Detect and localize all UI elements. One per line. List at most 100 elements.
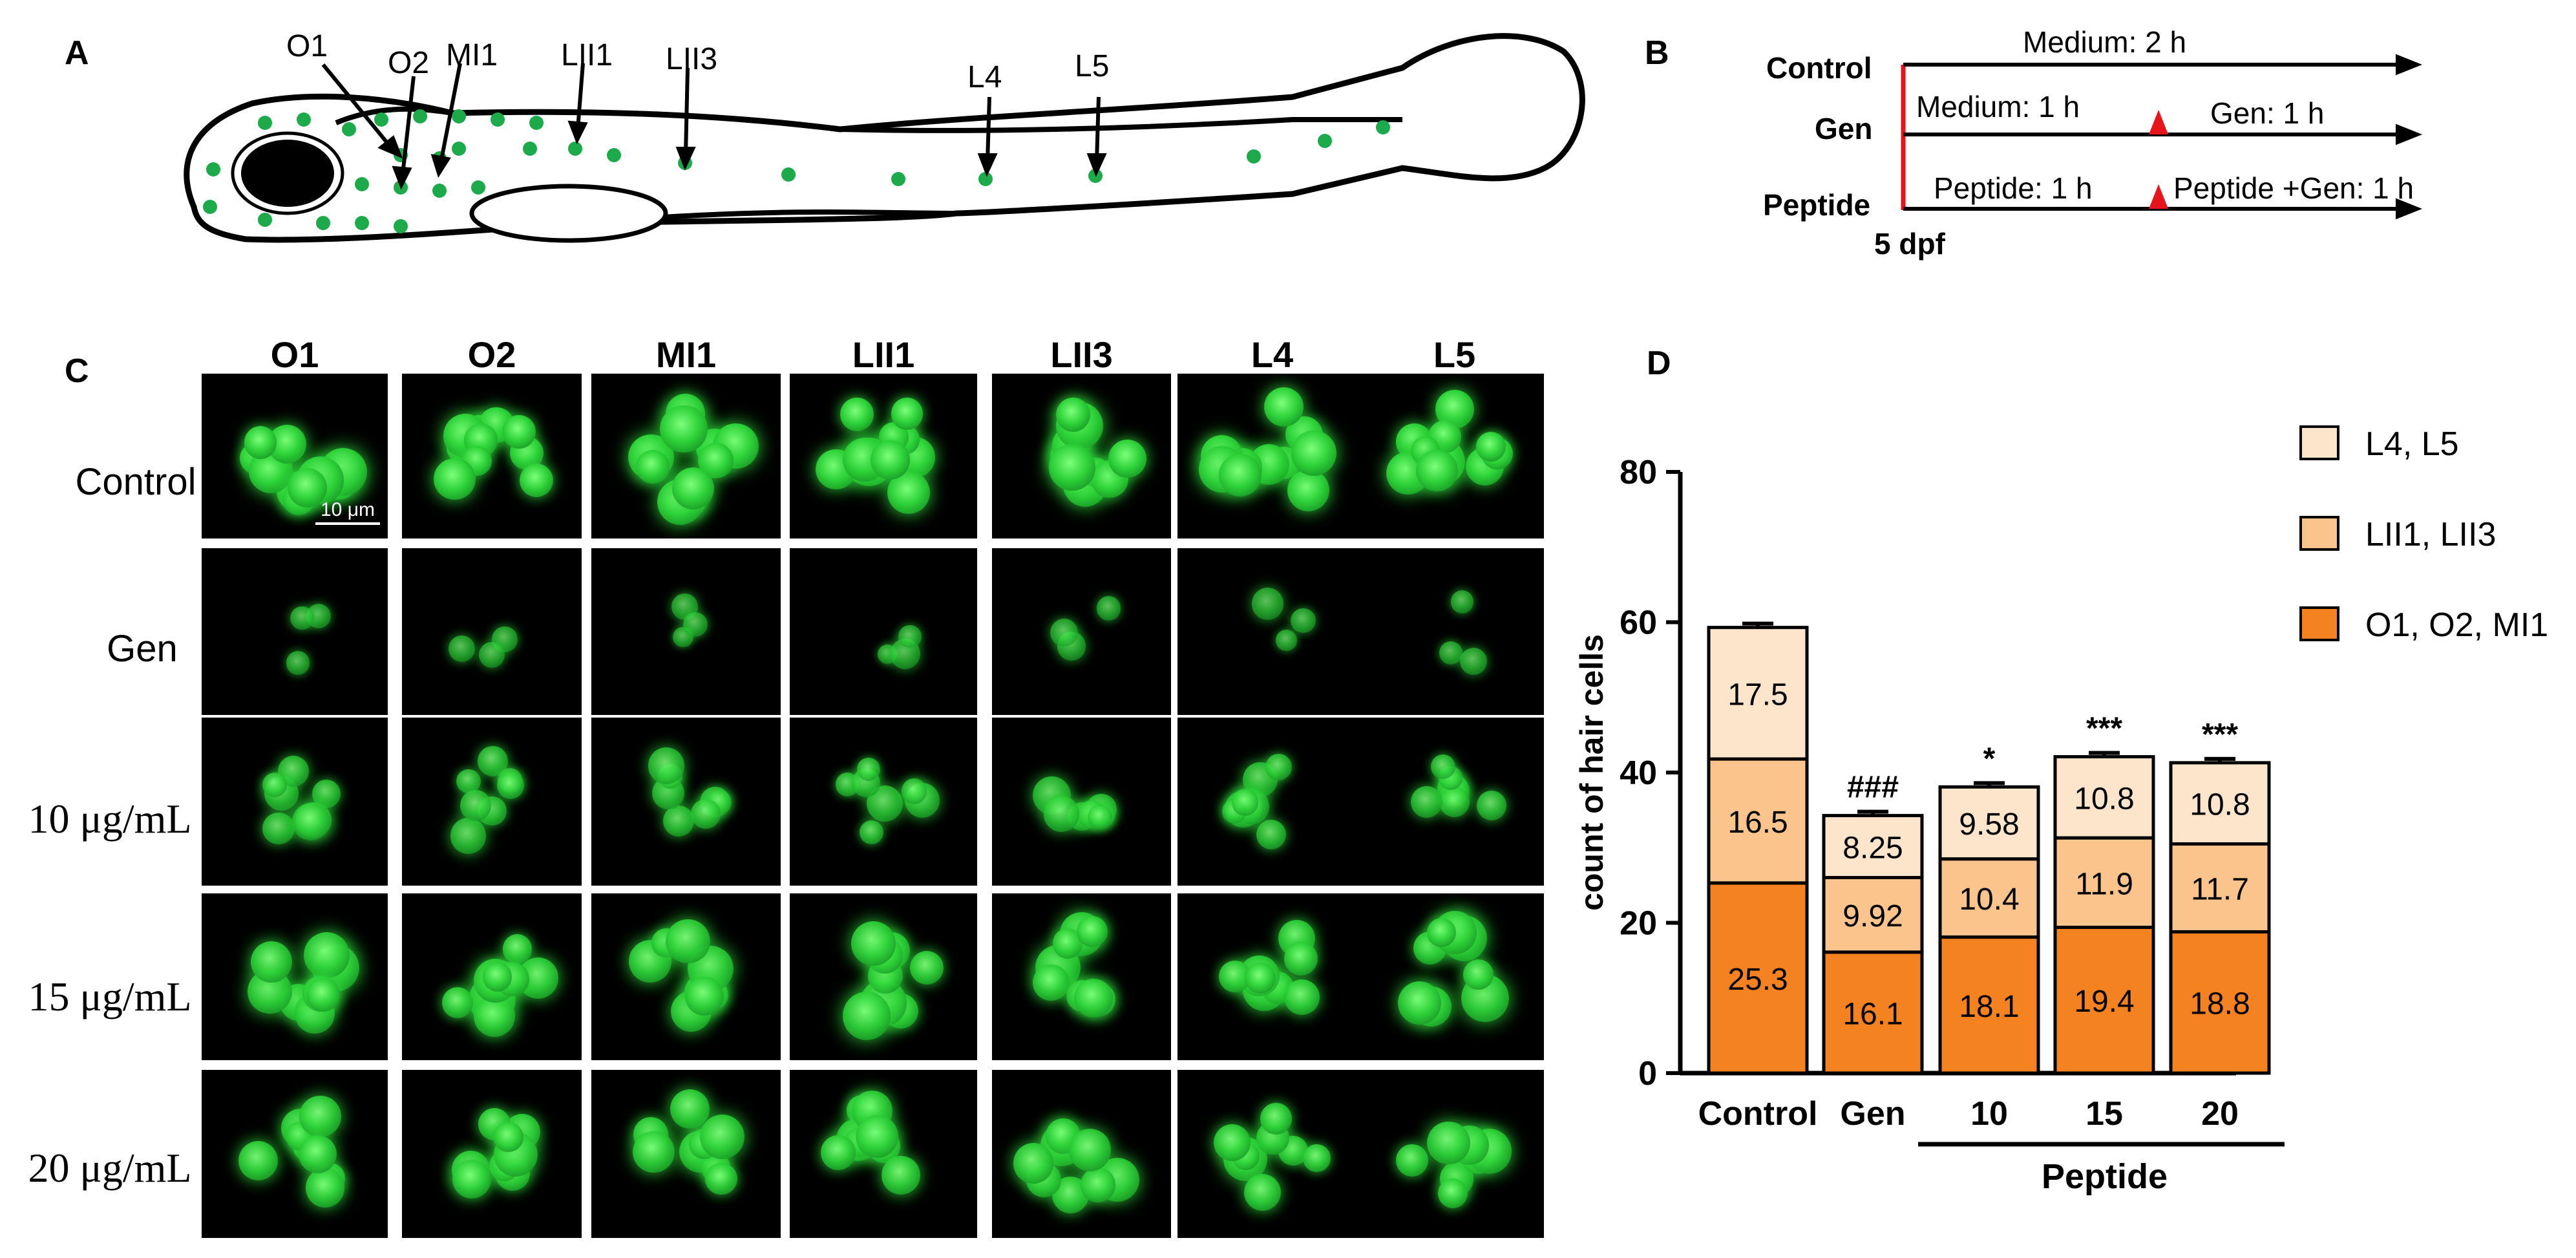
hair-cell — [442, 987, 474, 1019]
panel-c-letter: C — [65, 352, 89, 390]
x-tick-label: 15 — [2085, 1095, 2123, 1133]
hair-cell — [1265, 754, 1293, 781]
fish-pectoral — [335, 106, 453, 125]
column-label-o2: O2 — [467, 334, 516, 375]
column-label-l4: L4 — [1251, 334, 1294, 375]
hair-cell — [855, 1115, 898, 1158]
zebrafish-schematic — [184, 33, 1585, 243]
legend-label: L4, L5 — [2365, 425, 2459, 463]
hair-cell — [842, 992, 891, 1040]
hair-cell — [482, 962, 512, 992]
y-tick-label: 80 — [1620, 454, 1657, 491]
hair-cell — [519, 464, 553, 498]
panel-d-letter: D — [1647, 345, 1671, 382]
hair-cell — [1291, 608, 1316, 634]
row-label-3: 15 μg/mL — [28, 974, 192, 1019]
hair-cell — [633, 1131, 675, 1173]
hair-cell — [473, 996, 515, 1038]
bar-segment — [2053, 836, 2155, 929]
hair-cell — [1276, 630, 1298, 651]
hair-cell — [244, 426, 277, 459]
fish-eye — [241, 140, 334, 207]
bar-segment — [2053, 925, 2155, 1075]
data-label: 10.4 — [1959, 882, 2019, 917]
bar-segment — [1822, 814, 1924, 880]
neuromast-arrows — [321, 63, 1107, 190]
hair-cell — [1291, 431, 1337, 476]
hair-cell — [292, 802, 330, 841]
micrograph-4-1 — [402, 1070, 582, 1238]
hair-cell — [305, 1168, 345, 1208]
y-tick-label: 0 — [1638, 1055, 1657, 1093]
data-label: 9.92 — [1842, 899, 1903, 933]
hair-cell — [306, 977, 340, 1012]
hair-cell — [1284, 979, 1320, 1015]
data-label: 11.7 — [2191, 872, 2249, 906]
micrograph-0-2 — [591, 374, 781, 538]
micrograph-2-4 — [992, 718, 1171, 886]
hair-cell — [1087, 804, 1112, 830]
hair-cell — [1033, 965, 1070, 1001]
bar-segment — [1707, 881, 1809, 1075]
hair-cell — [262, 812, 295, 845]
peptide-gen-addition-marker — [2149, 184, 2168, 209]
label-l4: L4 — [967, 60, 1002, 94]
micrograph-0-0 — [202, 374, 388, 538]
data-label: 19.4 — [2074, 985, 2134, 1019]
hair-cell — [434, 458, 476, 500]
row-label-1: Gen — [107, 628, 178, 670]
micrograph-0-5 — [1177, 374, 1367, 538]
swim-bladder — [469, 184, 668, 243]
hair-cell — [1050, 619, 1078, 646]
hair-cell — [1055, 398, 1090, 432]
micrograph-1-4 — [992, 548, 1171, 715]
significance-marker: * — [1983, 741, 1996, 776]
hair-cell — [635, 449, 670, 484]
micrograph-0-3 — [790, 374, 977, 538]
hair-cell — [684, 976, 724, 1016]
scale-bar: 10 μm — [315, 498, 380, 525]
hair-cell — [1243, 1173, 1281, 1211]
bar-segment — [1707, 626, 1809, 761]
hair-cell — [238, 1140, 279, 1180]
hair-cell — [660, 405, 708, 453]
hair-cell — [1077, 915, 1108, 948]
hair-cell — [290, 606, 314, 630]
hair-cell — [648, 747, 685, 784]
hair-cell — [1396, 1144, 1428, 1177]
column-label-mi1: MI1 — [655, 334, 717, 375]
bar-segment — [1822, 876, 1924, 954]
micrograph-4-6 — [1365, 1070, 1544, 1238]
micrograph-0-1 — [402, 374, 582, 538]
micrograph-4-5 — [1177, 1070, 1367, 1238]
micrograph-1-3 — [790, 548, 977, 715]
hair-cell — [821, 1135, 856, 1170]
hair-cell — [1450, 590, 1474, 613]
hair-cell — [1283, 941, 1318, 975]
timeline-gen-segment-1: Medium: 1 h — [1916, 90, 2080, 123]
legend-swatch — [2299, 425, 2339, 460]
micrograph-4-3 — [790, 1070, 977, 1238]
hair-cell — [251, 941, 293, 983]
hair-cell — [1049, 444, 1095, 491]
row-label-4: 20 μg/mL — [28, 1145, 192, 1191]
legend-label: LII1, LII3 — [2365, 516, 2496, 553]
hair-cell — [1287, 469, 1330, 511]
label-lii3: LII3 — [666, 42, 718, 76]
hair-cell — [1256, 819, 1286, 850]
hair-cell — [870, 440, 910, 480]
micrograph-1-0 — [202, 548, 388, 715]
hair-cell — [671, 467, 715, 510]
micrograph-2-3 — [790, 718, 977, 886]
data-label: 16.1 — [1842, 997, 1903, 1031]
hair-cell — [840, 398, 874, 432]
y-axis-label: count of hair cells — [1577, 634, 1610, 911]
micrograph-4-4 — [992, 1070, 1171, 1238]
column-label-o1: O1 — [270, 334, 319, 375]
micrograph-1-2 — [591, 548, 781, 715]
bar-segment — [1938, 857, 2040, 939]
hair-cell — [448, 635, 476, 663]
hair-cell — [1476, 790, 1506, 821]
hair-cell — [304, 932, 350, 979]
label-o2: O2 — [388, 46, 430, 80]
